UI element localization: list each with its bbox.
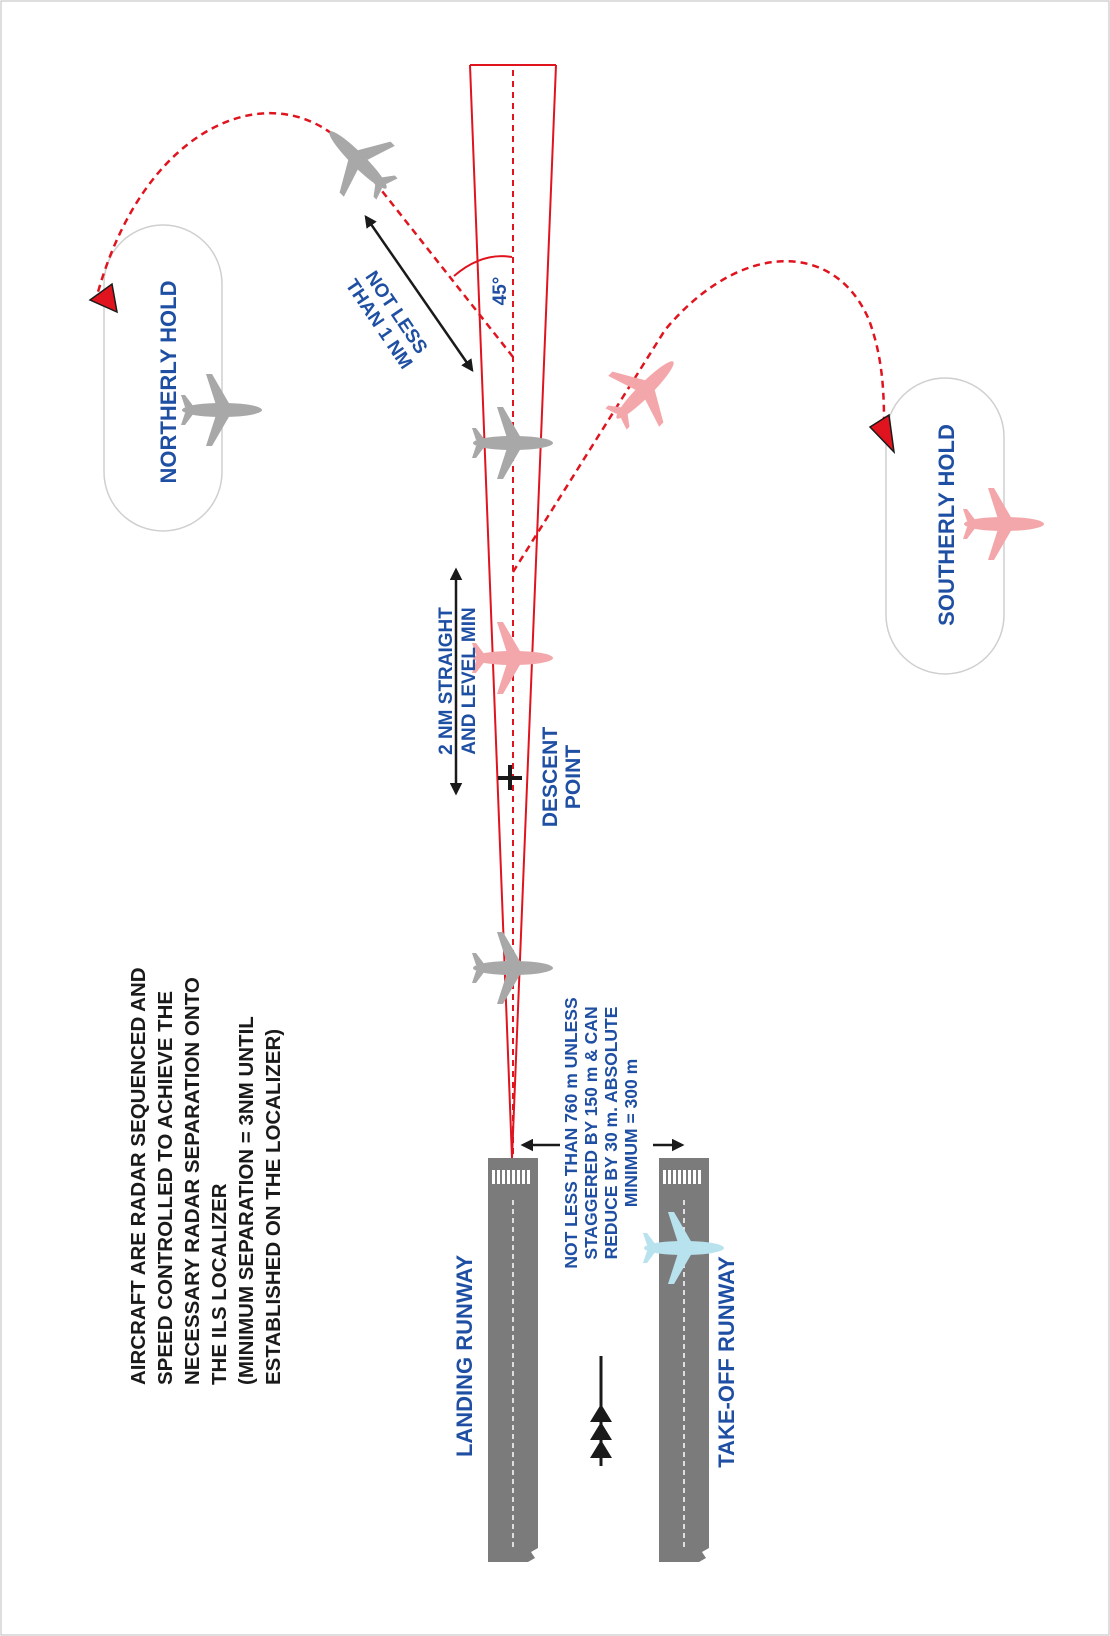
southerly-flight-path xyxy=(511,260,886,573)
northerly-hold-pattern xyxy=(103,224,223,532)
angle-label: 45° xyxy=(490,277,511,306)
svg-text:ESTABLISHED ON THE LOCALIZER): ESTABLISHED ON THE LOCALIZER) xyxy=(262,1029,285,1385)
runway-separation-label: NOT LESS THAN 760 m UNLESS STAGGERED BY … xyxy=(561,997,641,1268)
svg-text:STAGGERED BY 150 m & CAN: STAGGERED BY 150 m & CAN xyxy=(581,1006,601,1259)
airplane-icon xyxy=(304,106,413,215)
svg-text:(MINIMUM SEPARATION = 3NM UNTI: (MINIMUM SEPARATION = 3NM UNTIL xyxy=(235,1016,258,1385)
svg-text:2 NM STRAIGHT: 2 NM STRAIGHT xyxy=(436,607,457,755)
northerly-hold-label: NORTHERLY HOLD xyxy=(156,281,181,484)
note-text: AIRCRAFT ARE RADAR SEQUENCED AND SPEED C… xyxy=(127,967,285,1385)
svg-text:AND LEVEL MIN: AND LEVEL MIN xyxy=(459,607,480,754)
plus-icon xyxy=(498,765,522,790)
airplane-icon xyxy=(590,336,699,445)
not-less-1nm-arrow xyxy=(364,214,474,373)
northerly-flight-path xyxy=(96,112,514,358)
not-less-1nm-label: NOT LESS THAN 1 NM xyxy=(341,267,431,373)
takeoff-runway xyxy=(659,1158,709,1562)
angle-arc xyxy=(453,255,513,277)
red-triangle-icon xyxy=(88,282,118,314)
svg-text:THE ILS LOCALIZER: THE ILS LOCALIZER xyxy=(208,1183,231,1385)
descent-point-label: DESCENT POINT xyxy=(539,727,585,828)
svg-text:NECESSARY RADAR SEPARATION ONT: NECESSARY RADAR SEPARATION ONTO xyxy=(181,977,204,1385)
landing-runway-label: LANDING RUNWAY xyxy=(452,1255,477,1457)
landing-runway xyxy=(488,1158,538,1562)
red-triangle-icon xyxy=(868,413,896,455)
straight-level-label: 2 NM STRAIGHT AND LEVEL MIN xyxy=(436,607,480,755)
triangle-arrow-icon xyxy=(590,1356,612,1466)
takeoff-runway-label: TAKE-OFF RUNWAY xyxy=(714,1256,739,1468)
svg-text:NOT LESS THAN 760 m UNLESS: NOT LESS THAN 760 m UNLESS xyxy=(561,997,581,1268)
svg-text:DESCENT: DESCENT xyxy=(539,727,562,828)
svg-text:SPEED CONTROLLED TO ACHIEVE TH: SPEED CONTROLLED TO ACHIEVE THE xyxy=(154,991,177,1385)
svg-text:MINIMUM = 300 m: MINIMUM = 300 m xyxy=(621,1059,641,1207)
southerly-hold-label: SOUTHERLY HOLD xyxy=(934,424,959,626)
svg-text:AIRCRAFT ARE RADAR SEQUENCED A: AIRCRAFT ARE RADAR SEQUENCED AND xyxy=(127,967,150,1385)
svg-text:REDUCE BY 30 m. ABSOLUTE: REDUCE BY 30 m. ABSOLUTE xyxy=(601,1007,621,1260)
svg-text:POINT: POINT xyxy=(562,745,585,809)
